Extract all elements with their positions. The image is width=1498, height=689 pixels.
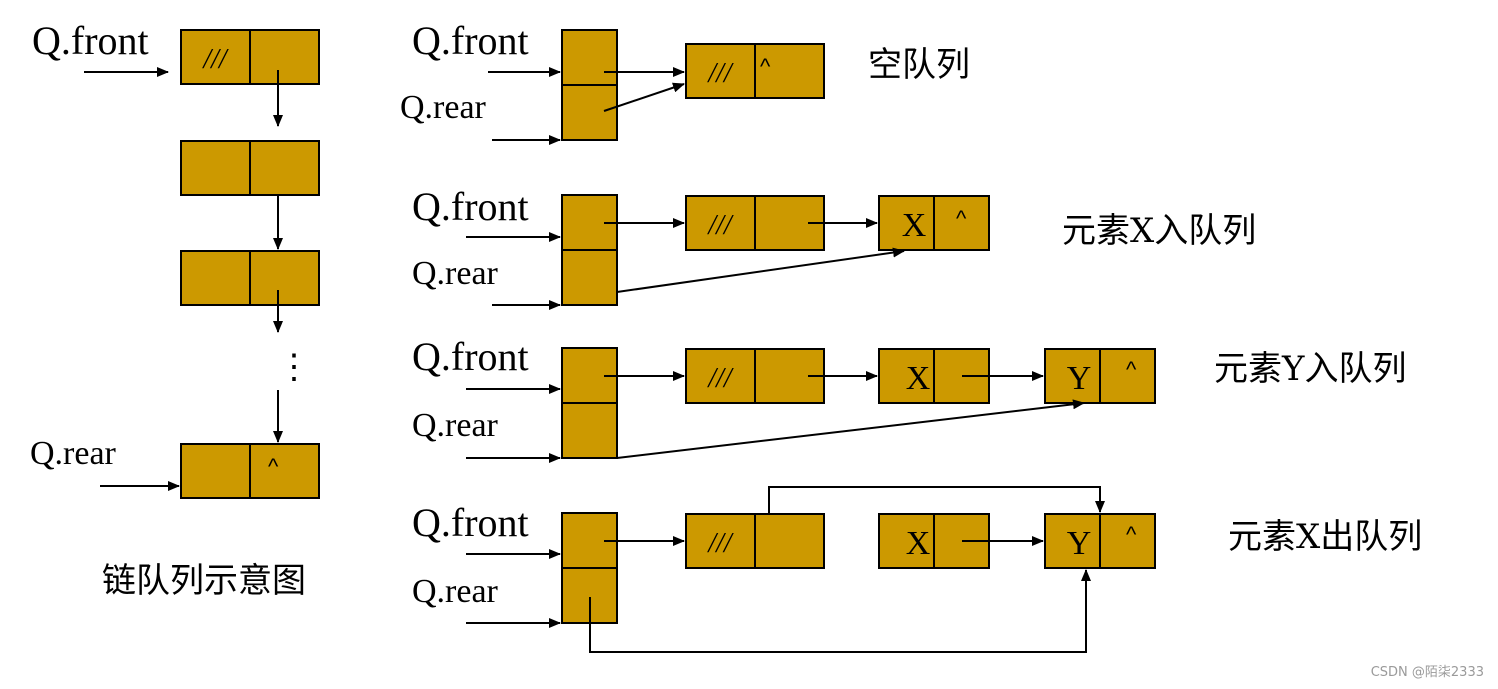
rear-label: Q.rear — [412, 407, 499, 444]
rear-pointer-arrow — [589, 569, 1091, 653]
bypass-pointer-arrow — [768, 486, 1105, 514]
list-node — [180, 140, 320, 196]
head-marker: /// — [706, 58, 734, 89]
ellipsis: ⋮ — [277, 349, 311, 386]
head-marker: /// — [706, 528, 734, 559]
node-value: X — [906, 360, 931, 397]
node-value: Y — [1067, 360, 1092, 397]
row-empty-queue: Q.front Q.rear /// ^ 空队列 — [400, 18, 970, 145]
queue-pointer-box — [561, 347, 618, 459]
head-node: /// — [180, 29, 320, 85]
caption-empty-queue: 空队列 — [868, 45, 970, 85]
list-node — [180, 250, 320, 306]
head-node: /// — [685, 195, 825, 251]
head-node: /// ^ — [685, 43, 825, 99]
row-dequeue-x: Q.front Q.rear /// X Y ^ 元素X出队列 — [412, 486, 1422, 653]
null-pointer: ^ — [956, 206, 967, 231]
front-label: Q.front — [412, 18, 529, 63]
head-marker: /// — [201, 44, 229, 75]
row-enqueue-y: Q.front Q.rear /// X Y ^ 元素Y入队列 — [412, 334, 1406, 463]
head-marker: /// — [706, 363, 734, 394]
watermark: CSDN @陌柒2333 — [1371, 665, 1484, 680]
head-node: /// — [685, 348, 825, 404]
front-label: Q.front — [32, 18, 149, 63]
rear-pointer-arrow — [616, 247, 905, 293]
node-value: X — [906, 525, 931, 562]
queue-pointer-box — [561, 512, 618, 624]
rear-label: Q.rear — [412, 573, 499, 610]
node-value: Y — [1067, 525, 1092, 562]
caption-enqueue-y: 元素Y入队列 — [1214, 349, 1406, 389]
caption-enqueue-x: 元素X入队列 — [1062, 211, 1256, 251]
node-y: Y ^ — [1044, 348, 1156, 404]
rear-label: Q.rear — [30, 435, 117, 472]
null-pointer: ^ — [268, 454, 279, 479]
head-node: /// — [685, 513, 825, 569]
row-enqueue-x: Q.front Q.rear /// X ^ 元素X入队列 — [412, 184, 1256, 310]
front-label: Q.front — [412, 184, 529, 229]
front-label: Q.front — [412, 500, 529, 545]
node-x: X — [878, 513, 990, 569]
rear-pointer-arrow — [616, 399, 1085, 459]
null-pointer: ^ — [1126, 522, 1137, 547]
null-pointer: ^ — [760, 54, 771, 79]
node-y: Y ^ — [1044, 513, 1156, 569]
rear-label: Q.rear — [400, 89, 487, 126]
caption-dequeue-x: 元素X出队列 — [1228, 517, 1422, 557]
head-marker: /// — [706, 210, 734, 241]
rear-pointer-arrow — [603, 82, 685, 112]
rear-label: Q.rear — [412, 255, 499, 292]
null-pointer: ^ — [1126, 357, 1137, 382]
left-schematic: Q.front /// ⋮ Q.rear ^ 链队列示意图 — [30, 18, 320, 601]
node-x: X ^ — [878, 195, 990, 251]
node-value: X — [902, 207, 927, 244]
caption-linked-queue: 链队列示意图 — [102, 561, 306, 601]
front-label: Q.front — [412, 334, 529, 379]
tail-node: ^ — [180, 443, 320, 499]
queue-pointer-box — [561, 29, 618, 141]
queue-pointer-box — [561, 194, 618, 306]
